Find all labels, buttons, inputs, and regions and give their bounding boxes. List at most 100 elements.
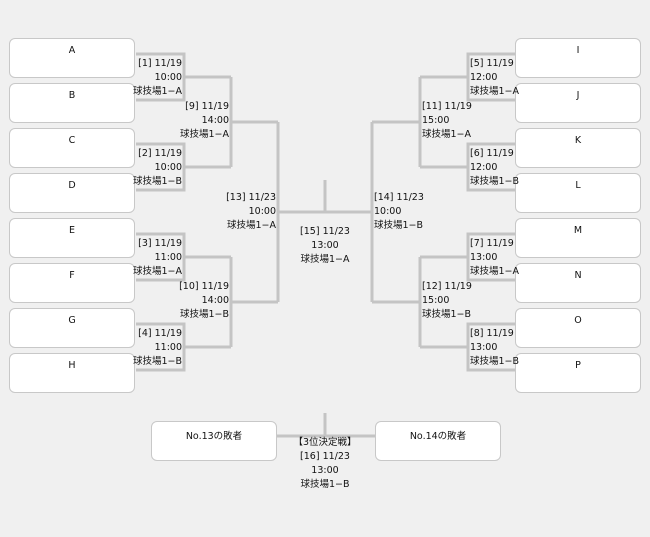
team-name: D: [68, 180, 76, 191]
match-info-m10: [10] 11/19 14:00 球技場1−B: [179, 280, 229, 322]
team-name: A: [68, 45, 76, 56]
team-name: F: [69, 270, 75, 281]
team-box-right[interactable]: O: [515, 308, 641, 348]
team-box-left[interactable]: H: [9, 353, 135, 393]
match-no: [8] 11/19: [470, 328, 514, 339]
match-venue: 球技場1−A: [226, 220, 276, 231]
match-no: [16] 11/23: [300, 451, 350, 462]
team-name: K: [574, 135, 582, 146]
match-no: [2] 11/19: [138, 148, 182, 159]
team-box-right[interactable]: J: [515, 83, 641, 123]
match-no: [4] 11/19: [138, 328, 182, 339]
match-info-m2: [2] 11/19 10:00 球技場1−B: [133, 147, 182, 189]
team-name: No.13の敗者: [185, 431, 243, 442]
team-name: L: [575, 180, 581, 191]
team-name: B: [68, 90, 76, 101]
match-info-m11: [11] 11/19 15:00 球技場1−A: [422, 100, 472, 142]
match-time: 10:00: [154, 162, 182, 173]
match-venue: 球技場1−A: [422, 129, 472, 140]
team-name: G: [68, 315, 76, 326]
match-no: [5] 11/19: [470, 58, 514, 69]
match-venue: 球技場1−A: [470, 86, 520, 97]
match-title: 【3位決定戦】: [293, 437, 357, 448]
match-time: 14:00: [201, 115, 229, 126]
match-info-m3: [3] 11/19 11:00 球技場1−A: [133, 237, 182, 279]
team-name: No.14の敗者: [409, 431, 467, 442]
match-no: [9] 11/19: [185, 101, 229, 112]
match-time: 12:00: [470, 72, 498, 83]
team-name: P: [575, 360, 581, 371]
team-box-left[interactable]: A: [9, 38, 135, 78]
match-info-m6: [6] 11/19 12:00 球技場1−B: [470, 147, 519, 189]
match-venue: 球技場1−B: [179, 309, 229, 320]
team-box-right[interactable]: N: [515, 263, 641, 303]
match-no: [14] 11/23: [374, 192, 424, 203]
match-time: 12:00: [470, 162, 498, 173]
match-info-m12: [12] 11/19 15:00 球技場1−B: [422, 280, 472, 322]
team-name: N: [574, 270, 582, 281]
team-name: J: [576, 90, 580, 101]
match-time: 13:00: [311, 240, 339, 251]
match-venue: 球技場1−B: [132, 356, 182, 367]
team-name: C: [68, 135, 76, 146]
match-info-m14: [14] 11/23 10:00 球技場1−B: [374, 191, 424, 233]
match-info-m15: [15] 11/23 13:00 球技場1−A: [265, 225, 385, 267]
third-place-team-right[interactable]: No.14の敗者: [375, 421, 501, 461]
match-info-m8: [8] 11/19 13:00 球技場1−B: [470, 327, 519, 369]
team-box-left[interactable]: E: [9, 218, 135, 258]
match-venue: 球技場1−A: [470, 266, 520, 277]
match-no: [10] 11/19: [179, 281, 229, 292]
match-no: [1] 11/19: [138, 58, 182, 69]
team-name: M: [573, 225, 583, 236]
match-time: 10:00: [248, 206, 276, 217]
match-no: [3] 11/19: [138, 238, 182, 249]
match-venue: 球技場1−B: [132, 176, 182, 187]
match-no: [7] 11/19: [470, 238, 514, 249]
match-info-m9: [9] 11/19 14:00 球技場1−A: [180, 100, 229, 142]
team-box-left[interactable]: G: [9, 308, 135, 348]
team-name: O: [574, 315, 582, 326]
team-box-left[interactable]: B: [9, 83, 135, 123]
match-no: [12] 11/19: [422, 281, 472, 292]
team-name: I: [576, 45, 580, 56]
match-info-m7: [7] 11/19 13:00 球技場1−A: [470, 237, 519, 279]
match-no: [13] 11/23: [226, 192, 276, 203]
match-info-m4: [4] 11/19 11:00 球技場1−B: [133, 327, 182, 369]
team-box-right[interactable]: K: [515, 128, 641, 168]
team-box-left[interactable]: D: [9, 173, 135, 213]
match-venue: 球技場1−B: [374, 220, 424, 231]
third-place-team-left[interactable]: No.13の敗者: [151, 421, 277, 461]
match-time: 15:00: [422, 295, 450, 306]
match-venue: 球技場1−A: [179, 129, 229, 140]
match-time: 13:00: [311, 465, 339, 476]
match-venue: 球技場1−B: [470, 356, 520, 367]
match-no: [6] 11/19: [470, 148, 514, 159]
match-time: 14:00: [201, 295, 229, 306]
match-time: 13:00: [470, 342, 498, 353]
match-time: 10:00: [374, 206, 402, 217]
match-info-m13: [13] 11/23 10:00 球技場1−A: [226, 191, 276, 233]
match-time: 13:00: [470, 252, 498, 263]
team-box-right[interactable]: M: [515, 218, 641, 258]
match-no: [11] 11/19: [422, 101, 472, 112]
match-venue: 球技場1−B: [422, 309, 472, 320]
match-time: 15:00: [422, 115, 450, 126]
team-box-right[interactable]: L: [515, 173, 641, 213]
match-venue: 球技場1−A: [300, 254, 350, 265]
match-time: 11:00: [154, 252, 182, 263]
match-time: 11:00: [154, 342, 182, 353]
match-no: [15] 11/23: [300, 226, 350, 237]
match-info-m5: [5] 11/19 12:00 球技場1−A: [470, 57, 519, 99]
team-box-left[interactable]: C: [9, 128, 135, 168]
team-box-left[interactable]: F: [9, 263, 135, 303]
team-name: H: [68, 360, 76, 371]
match-venue: 球技場1−B: [470, 176, 520, 187]
match-venue: 球技場1−A: [132, 266, 182, 277]
team-box-right[interactable]: P: [515, 353, 641, 393]
team-box-right[interactable]: I: [515, 38, 641, 78]
match-time: 10:00: [154, 72, 182, 83]
